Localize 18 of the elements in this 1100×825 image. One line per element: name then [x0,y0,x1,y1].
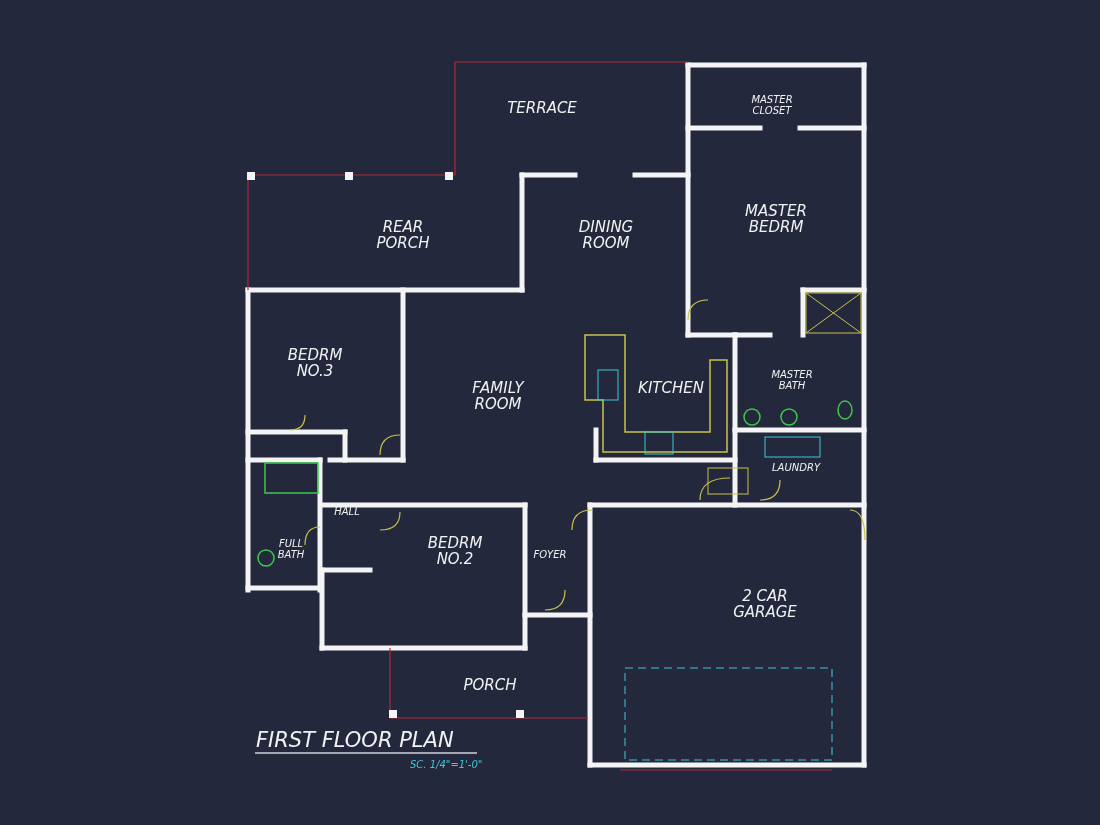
room-label: FAMILY ROOM [471,381,526,413]
room-label: LAUNDRY [771,462,822,474]
room-label: TERRACE [506,101,578,117]
room-label: FOYER [532,549,568,561]
scale-note: SC. 1/4"=1'-0" [410,759,483,770]
room-label: BEDRM NO.3 [286,348,344,380]
plan-title: FIRST FLOOR PLAN [256,728,454,752]
room-label: 2 CAR GARAGE [732,589,798,621]
room-label: MASTER BEDRM [744,204,808,236]
room-label: DINING ROOM [577,220,635,252]
room-label: HALL [333,506,361,518]
room-label: REAR PORCH [375,220,431,252]
room-label: MASTER BATH [770,369,814,391]
room-label: KITCHEN [637,381,705,397]
room-label: PORCH [462,678,518,694]
room-label: BEDRM NO.2 [426,536,484,568]
room-label: FULL BATH [276,538,306,560]
room-label: MASTER CLOSET [750,94,794,116]
